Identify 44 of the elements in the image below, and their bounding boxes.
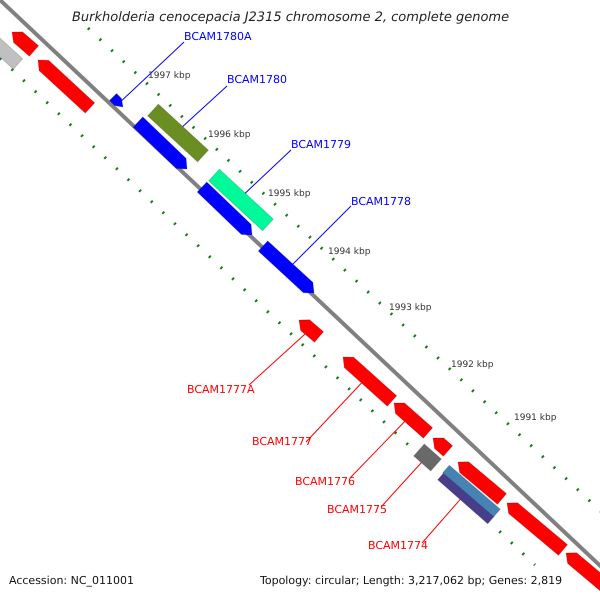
gene-label: BCAM1778 — [351, 196, 412, 207]
gene-label: BCAM1779 — [291, 139, 352, 150]
leader-line — [182, 86, 228, 127]
gene-feature — [298, 319, 324, 343]
accession-text: Accession: NC_011001 — [9, 575, 134, 586]
axis-tick-label: 1992 kbp — [451, 361, 494, 370]
gene-feature — [132, 116, 188, 170]
leader-line — [292, 206, 352, 266]
gene-feature — [506, 502, 568, 556]
gene-feature — [342, 356, 398, 407]
gene-feature — [196, 181, 253, 236]
gene-feature — [108, 92, 124, 108]
diagram-title: Burkholderia cenocepacia J2315 chromosome 2, complete genome — [72, 11, 510, 24]
gene-feature — [11, 31, 40, 57]
gene-feature — [413, 443, 442, 472]
genome-info-text: Topology: circular; Length: 3,217,062 bp; Genes: 2,819 — [260, 575, 562, 586]
leader-line — [422, 498, 461, 544]
gene-label: BCAM1776 — [295, 476, 356, 487]
leader-line — [120, 42, 184, 102]
gene-feature — [432, 437, 454, 457]
axis-tick-label: 1995 kbp — [268, 190, 310, 199]
axis-tick-label: 1993 kbp — [389, 304, 432, 313]
leader-line — [306, 382, 362, 442]
axis-tick-label: 1997 kbp — [148, 72, 190, 81]
gene-label: BCAM1777A — [187, 384, 255, 395]
leader-line — [380, 462, 422, 508]
gene-label: BCAM1780A — [184, 31, 252, 42]
gene-feature — [37, 59, 96, 114]
gene-feature — [457, 461, 508, 506]
axis-tick-label: 1991 kbp — [514, 414, 556, 423]
gene-feature — [0, 36, 24, 70]
gene-feature — [146, 103, 210, 163]
gene-label: BCAM1774 — [368, 540, 428, 551]
gene-label: BCAM1780 — [227, 74, 288, 85]
gene-label: BCAM1777 — [252, 436, 312, 447]
axis-tick-label: 1994 kbp — [328, 248, 370, 257]
gene-feature — [258, 240, 315, 294]
gene-feature — [393, 402, 434, 439]
leader-line — [248, 333, 306, 386]
axis-tick-label: 1996 kbp — [208, 131, 250, 140]
gene-label: BCAM1775 — [327, 504, 388, 515]
leader-line — [244, 150, 292, 194]
leader-line — [350, 420, 406, 478]
gene-feature — [442, 464, 501, 518]
